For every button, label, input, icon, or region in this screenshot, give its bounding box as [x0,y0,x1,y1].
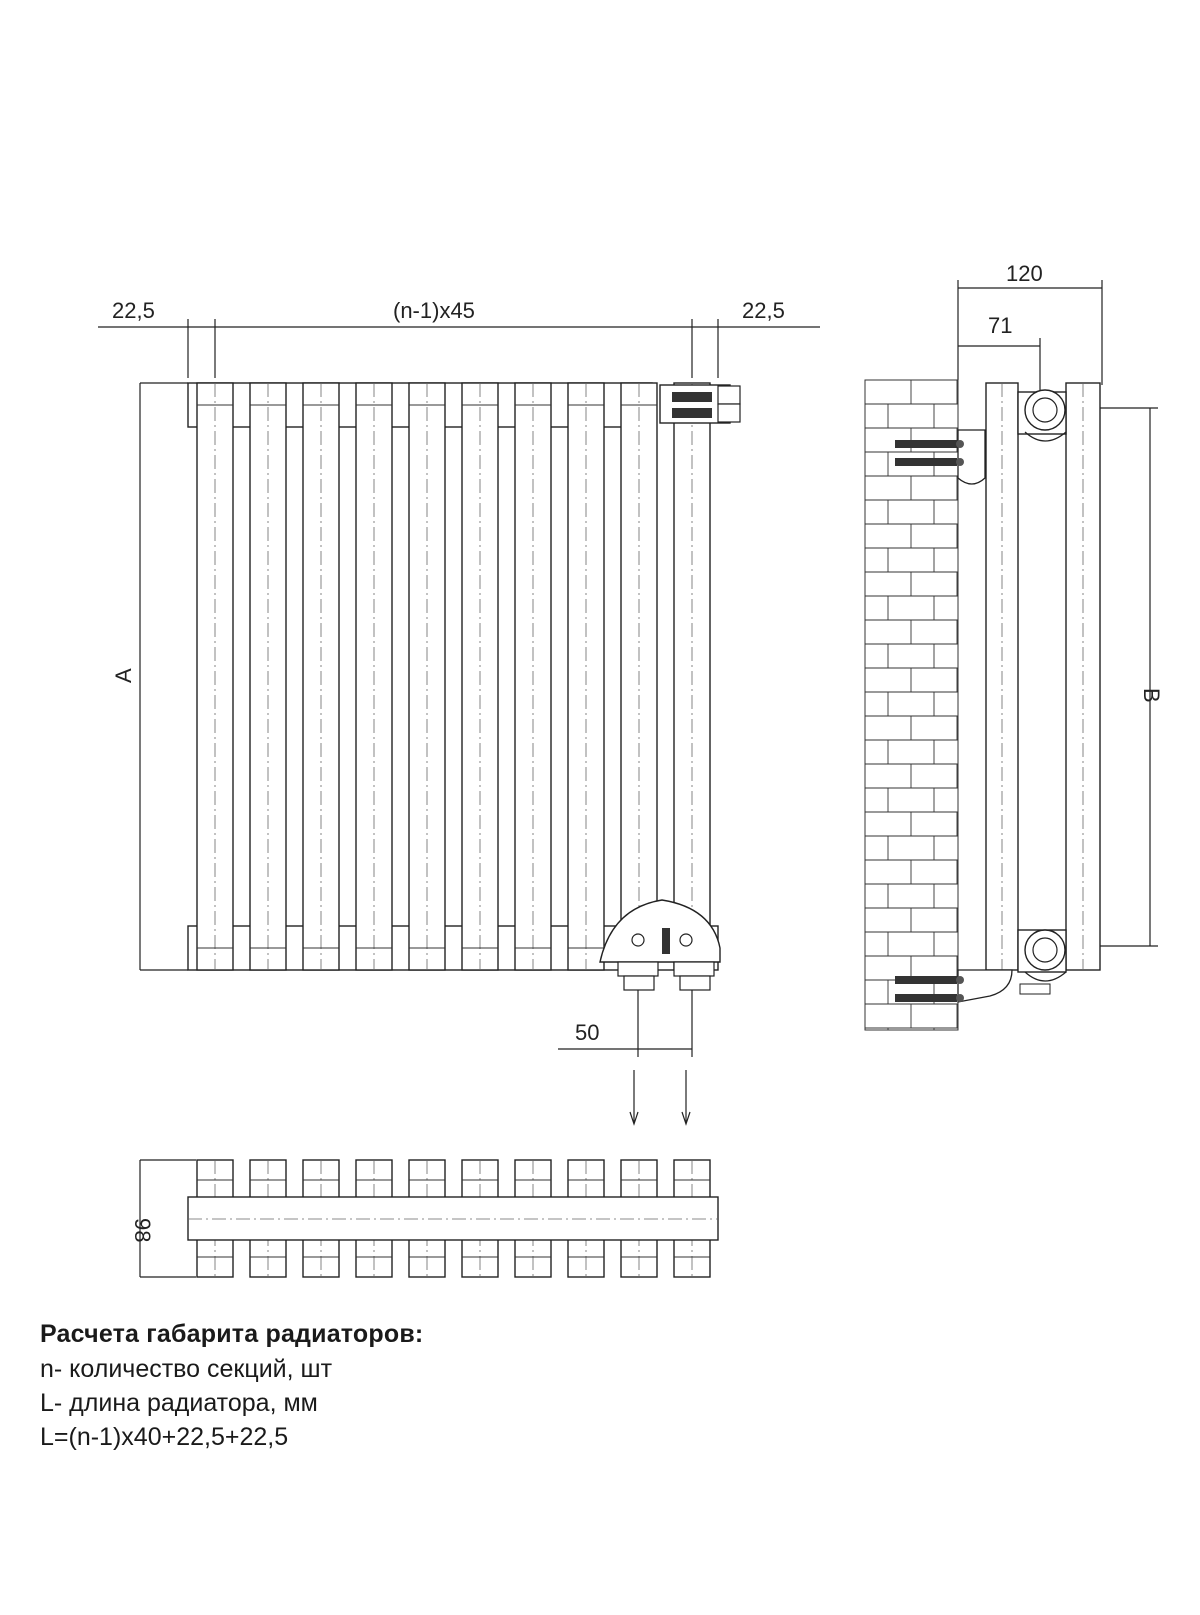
dim-wall-offset: 71 [988,313,1012,338]
dim-pitch: (n-1)x45 [393,298,475,323]
dim-connection-spacing: 50 [575,1020,599,1045]
dim-left-margin: 22,5 [112,298,155,323]
dim-depth-top: 120 [1006,261,1043,286]
dim-height-a: A [111,668,136,683]
notes-line-formula: L=(n-1)x40+22,5+22,5 [40,1423,289,1451]
bottom-bracket [895,969,1051,1003]
notes-line-n: n- количество секций, шт [40,1355,333,1383]
notes-heading: Расчета габарита радиаторов: [40,1320,424,1348]
dim-axis-b: B [1139,688,1164,703]
side-view: 120 71 B [864,261,1164,1031]
bottom-connection [599,899,721,991]
front-sections [196,382,711,971]
plan-view: 98 [130,1159,719,1278]
front-view: 22,5 (n-1)x45 22,5 A [98,298,820,1126]
calculation-notes: Расчета габарита радиаторов: n- количест… [40,1320,1140,1457]
top-valve [659,384,741,424]
dim-plan-depth: 98 [130,1218,155,1242]
dim-right-margin: 22,5 [742,298,785,323]
notes-line-l: L- длина радиатора, мм [40,1389,318,1417]
brick-wall [864,379,959,1031]
top-bracket [895,429,986,485]
